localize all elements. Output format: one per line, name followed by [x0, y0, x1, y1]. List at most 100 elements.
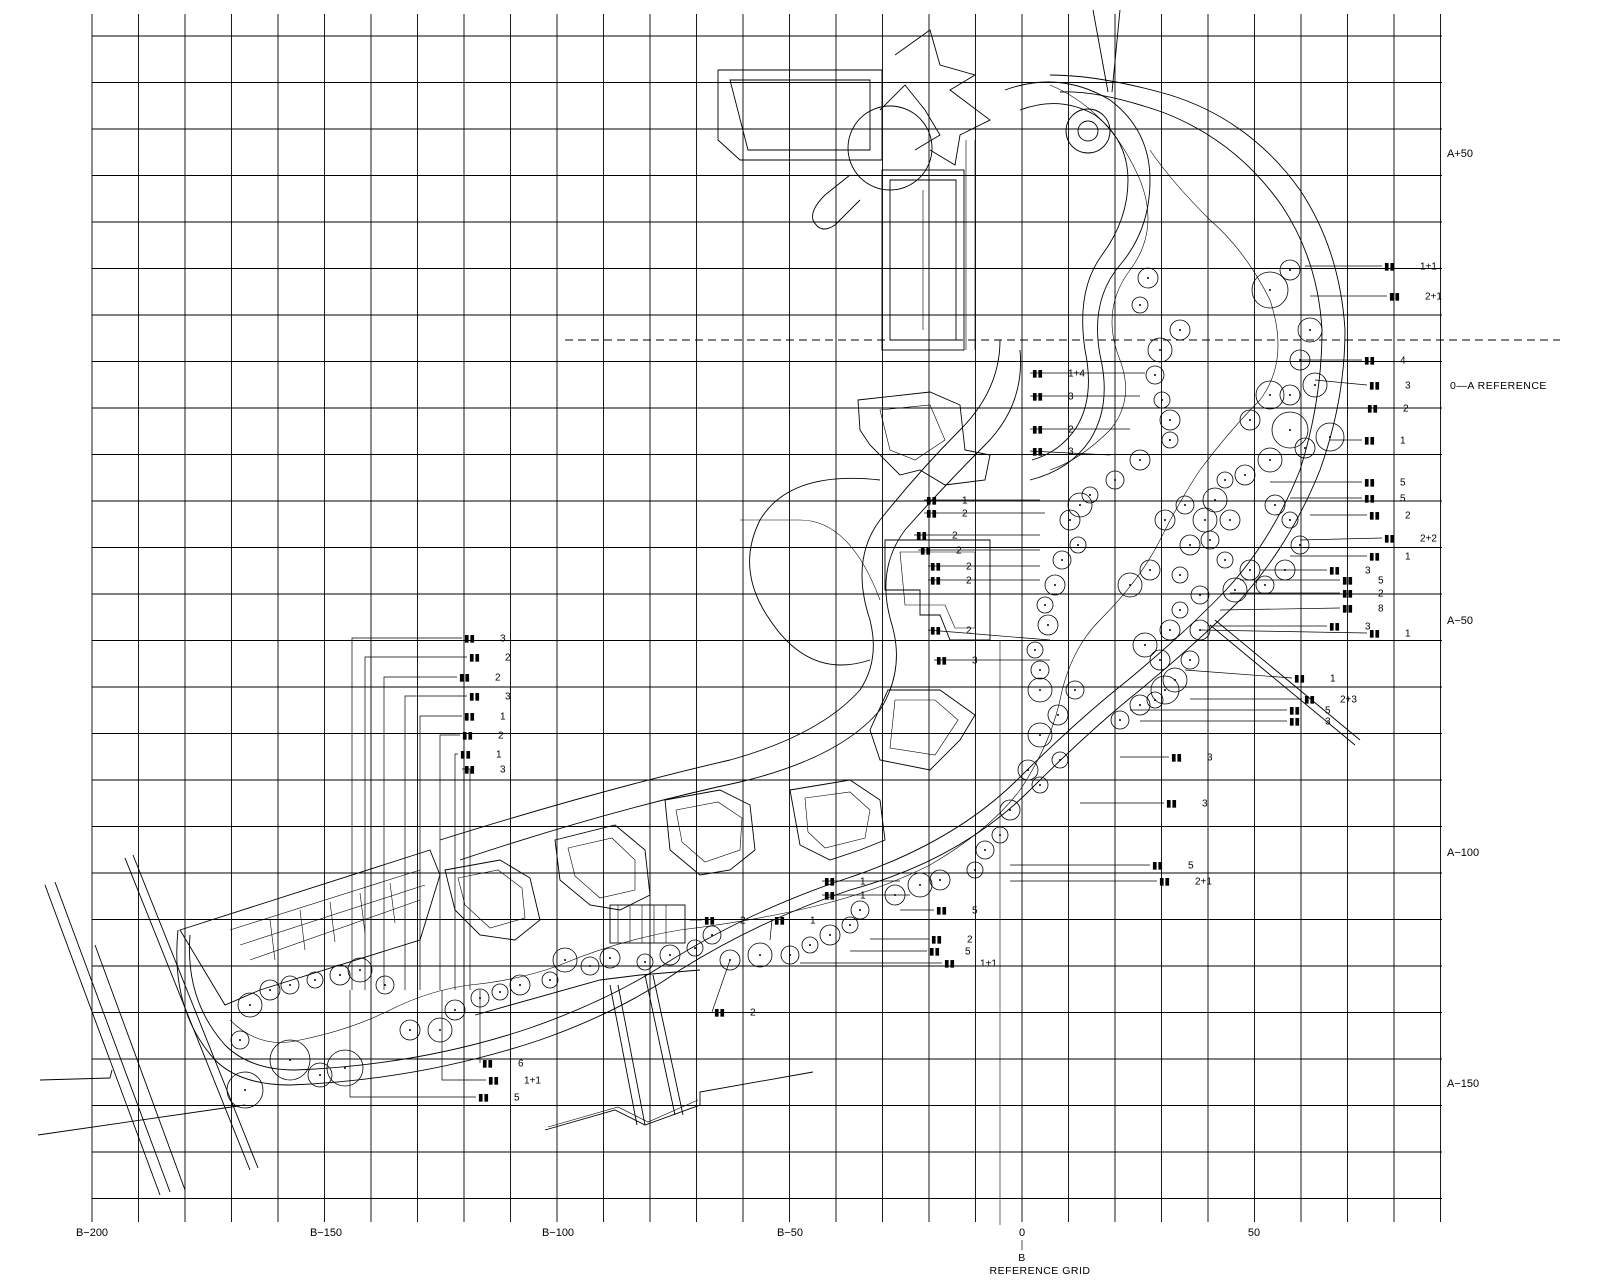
tree-symbol [636, 953, 654, 971]
tree-center [1304, 447, 1306, 449]
callout-leader [1184, 669, 1293, 679]
tree-center [1069, 519, 1071, 521]
main-road-inner [459, 349, 1021, 861]
tree-center [1089, 494, 1091, 496]
tree-symbol [1271, 411, 1309, 449]
tree-symbol [1129, 449, 1151, 471]
plant-code-glyph: ▮▮ [1364, 356, 1375, 367]
tree-center [1039, 734, 1041, 736]
tree-symbol [1081, 486, 1099, 504]
plant-callout-label: 3 [505, 692, 511, 703]
plant-callout-label: 5 [1325, 706, 1331, 717]
plant-code-glyph: ▮▮ [929, 947, 940, 958]
plant-code-glyph: ▮▮ [774, 916, 785, 927]
plant-code-glyph: ▮▮ [931, 935, 942, 946]
tree-center [1077, 544, 1079, 546]
tree-symbol [347, 957, 373, 983]
tree-center [1299, 544, 1301, 546]
tree-symbol [1161, 431, 1179, 449]
clubhouse [717, 29, 991, 351]
tree-symbol [1030, 660, 1050, 680]
tree-center [314, 979, 316, 981]
tree-center [789, 954, 791, 956]
tree-center [694, 947, 696, 949]
tree-center [1159, 659, 1161, 661]
tree-center [1047, 624, 1049, 626]
tree-center [1114, 479, 1116, 481]
plant-code-glyph: ▮▮ [1289, 706, 1300, 717]
tree-symbol [1234, 464, 1256, 486]
tree-symbol [702, 925, 722, 945]
tree-center [519, 984, 521, 986]
tree-symbol [491, 983, 509, 1001]
tree-center [1164, 689, 1166, 691]
plant-callout-label: 1 [496, 750, 502, 761]
tree-symbol [1145, 365, 1165, 385]
tree-symbol [1131, 296, 1149, 314]
tree-center [919, 884, 921, 886]
plant-callout-label: 2 [1403, 404, 1409, 415]
tree-symbol [1105, 470, 1125, 490]
tree-symbol [1180, 650, 1200, 670]
tree-symbol [1031, 776, 1049, 794]
plant-code-glyph: ▮▮ [930, 562, 941, 573]
plant-callout-label: 1 [810, 916, 816, 927]
callout-leader [1314, 379, 1368, 386]
tree-center [1269, 394, 1271, 396]
tree-center [829, 934, 831, 936]
plant-code-glyph: ▮▮ [1384, 534, 1395, 545]
tree-symbol [1222, 577, 1248, 603]
plant-code-glyph: ▮▮ [464, 712, 475, 723]
callout-leader [454, 753, 458, 990]
plant-code-glyph: ▮▮ [1032, 447, 1043, 458]
tree-center [1184, 504, 1186, 506]
tree-symbol [1219, 509, 1241, 531]
tree-symbol [1017, 759, 1039, 781]
tree-center [269, 989, 271, 991]
tree-symbol [1192, 507, 1218, 533]
callout-leader [349, 990, 476, 1098]
plant-callout-label: 2 [962, 509, 968, 520]
plant-code-glyph: ▮▮ [936, 656, 947, 667]
tree-center [759, 954, 761, 956]
plant-callout-label: 2 [956, 546, 962, 557]
plant-code-glyph: ▮▮ [1152, 861, 1163, 872]
plant-code-glyph: ▮▮ [1032, 425, 1043, 436]
tree-center [1199, 594, 1201, 596]
tree-center [1179, 574, 1181, 576]
tree-center [1044, 604, 1046, 606]
tree-symbol [929, 869, 951, 891]
upper-road-inner [1019, 103, 1129, 461]
plant-code-glyph: ▮▮ [1369, 511, 1380, 522]
tree-center [669, 954, 671, 956]
tree-center [1034, 649, 1036, 651]
plant-code-glyph: ▮▮ [930, 576, 941, 587]
tree-symbol [1146, 691, 1164, 709]
plant-callout-label: 2+1 [1195, 877, 1212, 888]
tree-center [439, 1029, 441, 1031]
tree-center [1179, 609, 1181, 611]
tree-symbol [427, 1017, 453, 1043]
tree-center [1249, 569, 1251, 571]
plant-callout-label: 2 [966, 576, 972, 587]
plant-callout-label: 5 [1378, 576, 1384, 587]
tree-symbol [907, 872, 933, 898]
plant-code-glyph: ▮▮ [714, 1008, 725, 1019]
tree-center [1289, 269, 1291, 271]
callout-leader [404, 695, 467, 990]
tree-symbol [1162, 667, 1188, 693]
tree-center [974, 869, 976, 871]
tree-center [1289, 429, 1291, 431]
plant-callout-label: 1+1 [980, 959, 997, 970]
external-roads [37, 854, 259, 1196]
plant-callout-label: 4 [1400, 356, 1406, 367]
tree-center [711, 934, 713, 936]
plant-callout-label: 5 [514, 1093, 520, 1104]
tree-symbol [1132, 632, 1158, 658]
tree-center [499, 991, 501, 993]
tree-center [359, 969, 361, 971]
b-marker: B [1018, 1252, 1026, 1264]
plant-callout-label: 2 [750, 1008, 756, 1019]
plant-callout-label: 2 [966, 626, 972, 637]
tree-center [1169, 439, 1171, 441]
